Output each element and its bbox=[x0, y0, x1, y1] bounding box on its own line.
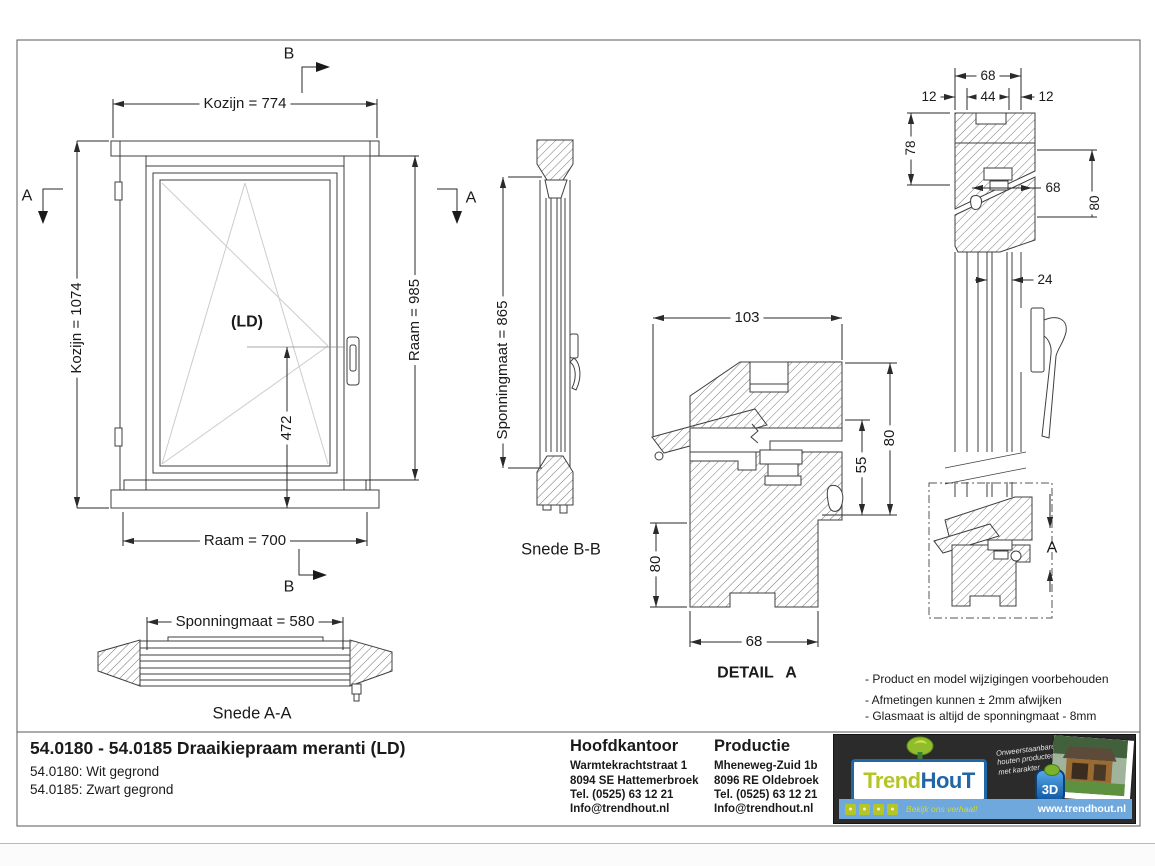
handle-profile-view bbox=[1030, 307, 1045, 373]
detail-a-dim-width-bottom: 68 bbox=[741, 634, 767, 650]
rs-dim-center: 44 bbox=[976, 89, 1000, 105]
sheet-border bbox=[16, 39, 1141, 827]
section-bb-label: Snede B-B bbox=[521, 540, 601, 559]
rs-dim-head-total: 80 bbox=[1087, 191, 1103, 215]
badge-3d-tree-icon bbox=[1044, 764, 1060, 776]
productie-heading: Productie bbox=[714, 737, 791, 755]
productie-line-1: Mheneweg-Zuid 1b bbox=[714, 760, 818, 772]
handle-side-view bbox=[569, 333, 579, 359]
marker-a-left: A bbox=[21, 187, 33, 205]
brand-name-part2: HouT bbox=[920, 767, 976, 793]
dim-sash-width: Raam = 700 bbox=[199, 533, 291, 549]
badge-3d-label: 3D bbox=[1041, 782, 1059, 797]
marker-a-right: A bbox=[465, 189, 477, 207]
detail-a-dim-width-top: 103 bbox=[730, 310, 764, 326]
note-3: - Glasmaat is altijd de sponningmaat - 8… bbox=[865, 709, 1097, 723]
productie-line-2: 8096 RE Oldebroek bbox=[714, 775, 819, 787]
website-url: www.trendhout.nl bbox=[1037, 803, 1126, 815]
section-bb-drawing bbox=[536, 139, 581, 514]
hinge-bottom bbox=[114, 427, 123, 447]
detail-a-dim-height-left: 80 bbox=[647, 551, 664, 577]
rs-dim-glass: 24 bbox=[1033, 272, 1057, 288]
section-aa-label: Snede A-A bbox=[212, 704, 292, 723]
detail-a-dim-height-mid: 55 bbox=[853, 452, 870, 478]
dim-sash-height: Raam = 985 bbox=[406, 274, 423, 366]
rs-dim-sash-depth: 68 bbox=[1041, 180, 1065, 196]
note-2: - Afmetingen kunnen ± 2mm afwijken bbox=[865, 693, 1062, 707]
note-1: - Product en model wijzigingen voorbehou… bbox=[865, 672, 1109, 686]
social-icon-instagram: ● bbox=[873, 803, 884, 815]
social-cta: Bekijk ons verhaal! bbox=[906, 804, 978, 814]
detail-a-label: DETAIL A bbox=[717, 664, 797, 682]
section-aa-drawing bbox=[97, 636, 393, 702]
hoofdkantoor-line-4: Info@trendhout.nl bbox=[570, 803, 670, 815]
rs-dim-head-height: 78 bbox=[903, 136, 919, 160]
hoofdkantoor-line-1: Warmtekrachtstraat 1 bbox=[570, 760, 688, 772]
social-icon-facebook: ● bbox=[845, 803, 856, 815]
productie-line-3: Tel. (0525) 63 12 21 bbox=[714, 789, 818, 801]
rs-dim-offset-left: 12 bbox=[917, 89, 941, 105]
dim-rebate-bb: Sponningmaat = 865 bbox=[494, 296, 511, 444]
below-page-area bbox=[0, 844, 1155, 866]
brand-name-part1: Trend bbox=[863, 767, 921, 793]
badge-3d: 3D bbox=[1035, 764, 1065, 803]
front-view-dimensions bbox=[73, 99, 419, 546]
detail-a-reference-box bbox=[928, 482, 1053, 619]
rs-dim-offset-right: 12 bbox=[1034, 89, 1058, 105]
section-markers bbox=[38, 62, 462, 580]
variant-2: 54.0185: Zwart gegrond bbox=[30, 782, 174, 797]
social-icon-linkedin: ● bbox=[887, 803, 898, 815]
hoofdkantoor-line-3: Tel. (0525) 63 12 21 bbox=[570, 789, 674, 801]
hinge-top bbox=[114, 181, 123, 201]
marker-b-bottom: B bbox=[283, 578, 295, 596]
dim-handle-height: 472 bbox=[278, 411, 295, 445]
detail-a-dim-height-right: 80 bbox=[881, 425, 898, 451]
dim-frame-width: Kozijn = 774 bbox=[199, 96, 291, 112]
product-photo bbox=[1049, 735, 1135, 803]
glass-label: (LD) bbox=[231, 313, 263, 331]
marker-b-top: B bbox=[283, 45, 295, 63]
opening-direction-lines bbox=[161, 182, 329, 465]
productie-line-4: Info@trendhout.nl bbox=[714, 803, 814, 815]
dim-frame-height: Kozijn = 1074 bbox=[68, 278, 85, 378]
drawing-title: 54.0180 - 54.0185 Draaikiepraam meranti … bbox=[30, 738, 406, 758]
rs-marker-a: A bbox=[1046, 539, 1058, 557]
detail-a-drawing bbox=[651, 361, 844, 608]
dim-rebate-aa: Sponningmaat = 580 bbox=[171, 614, 319, 630]
social-icon-youtube: ● bbox=[859, 803, 870, 815]
front-view-drawing bbox=[110, 140, 380, 509]
hoofdkantoor-line-2: 8094 SE Hattemerbroek bbox=[570, 775, 699, 787]
hoofdkantoor-heading: Hoofdkantoor bbox=[570, 737, 679, 755]
variant-1: 54.0180: Wit gegrond bbox=[30, 764, 160, 779]
right-section-drawing bbox=[928, 112, 1067, 619]
social-bar: ● ● ● ● Bekijk ons verhaal! www.trendhou… bbox=[839, 799, 1132, 819]
page-edge-line bbox=[0, 843, 1155, 844]
rs-dim-depth-top: 68 bbox=[976, 68, 1000, 84]
